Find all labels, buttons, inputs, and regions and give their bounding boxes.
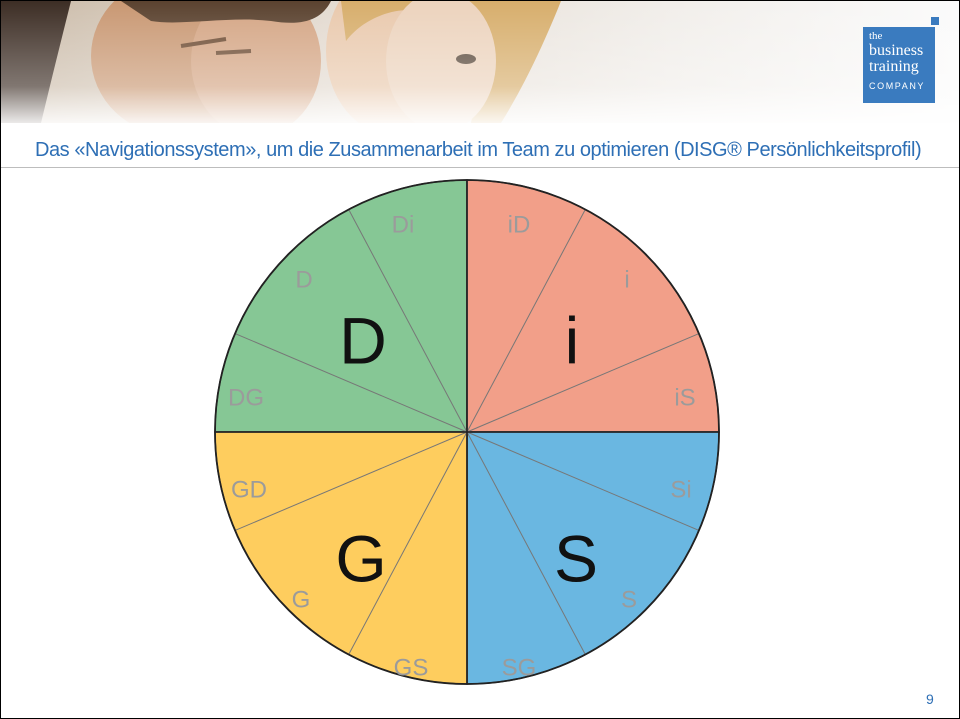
segment-divider-i-1 [466,209,586,433]
quadrant-letter-g: G [335,521,386,595]
segment-label-GD: GD [231,476,267,503]
segment-label-iS: iS [674,384,695,411]
segment-divider-s-2 [466,431,586,655]
quadrant-letter-i: i [565,303,580,377]
segment-divider-s-1 [466,431,700,531]
segment-divider-g-1 [348,431,468,655]
segment-label-DG: DG [228,384,264,411]
logo-text-business: business [869,42,924,59]
segment-label-SG: SG [502,654,537,681]
segment-divider-g-2 [234,431,468,531]
slide-subtitle: Das «Navigationssystem», um die Zusammen… [35,139,922,161]
segment-label-S: S [621,586,637,613]
logo-accent-square [931,17,939,25]
company-logo: the business training COMPANY [863,27,935,103]
circle-outline [214,179,720,685]
segment-label-Di: Di [392,211,415,238]
quadrant-letter-d: D [339,303,387,377]
page-number: 9 [926,691,934,707]
segment-divider-d-1 [234,333,468,433]
segment-label-iD: iD [508,211,531,238]
segment-divider-i-2 [466,333,700,433]
segment-label-Si: Si [670,476,691,503]
segment-label-G: G [292,586,311,613]
logo-text-company: COMPANY [869,81,926,91]
header-divider [1,167,959,168]
segment-divider-d-2 [348,209,468,433]
segment-label-D: D [295,266,312,293]
segment-label-i: i [624,266,629,293]
segment-label-GS: GS [394,654,429,681]
logo-text-training: training [869,58,919,75]
quadrant-letter-s: S [554,521,598,595]
logo-text-the: the [869,30,883,42]
header-photo-banner [1,1,959,123]
